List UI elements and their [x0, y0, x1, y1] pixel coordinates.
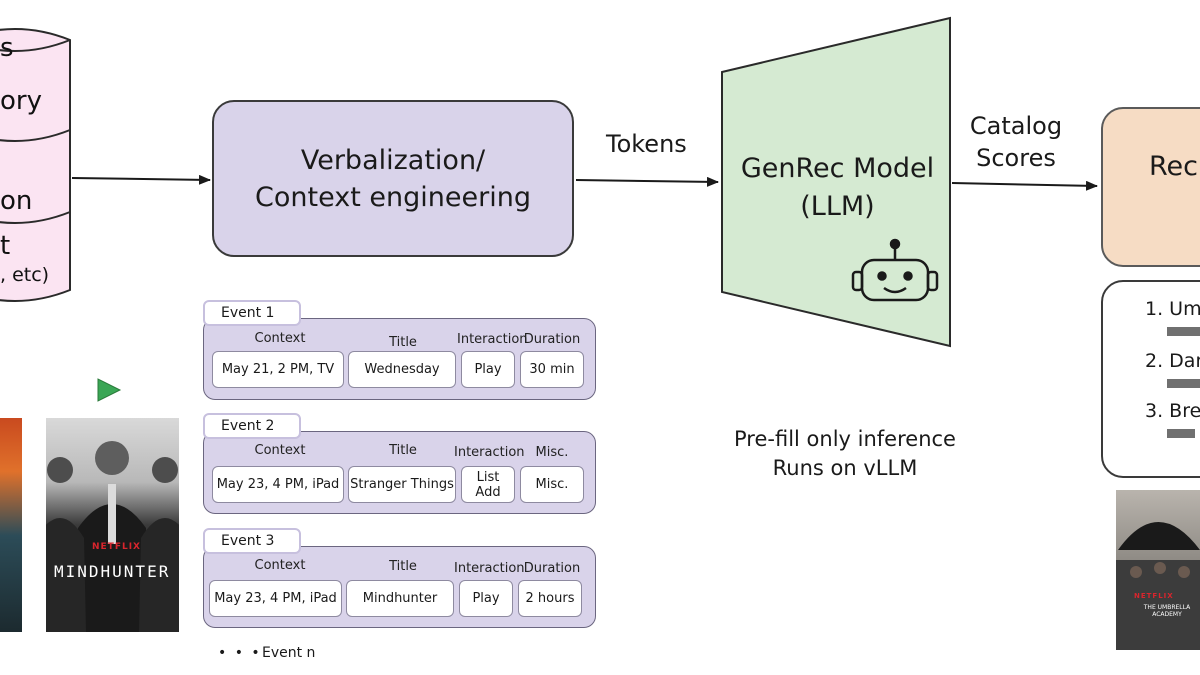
event-header-context: Context: [254, 331, 306, 346]
catalog-scores-line1: Catalog: [969, 112, 1063, 140]
event-cell-context: May 23, 4 PM, iPad: [209, 580, 342, 617]
event-header-duration: Duration: [523, 332, 581, 347]
event-header-interaction: Interaction: [454, 561, 525, 576]
event-cell-context: May 23, 4 PM, iPad: [212, 466, 344, 503]
arrow-db-to-verbalization: [71, 174, 211, 185]
database-label-2: ory: [0, 86, 42, 116]
event-cell-interaction: List Add: [461, 466, 515, 503]
event-card-2: Context Title Interaction Misc. May 23, …: [203, 431, 596, 514]
poster-partial-left: [0, 418, 22, 632]
mindhunter-figures: [46, 441, 179, 632]
event-header-interaction: Interaction: [457, 332, 528, 347]
event-header-title: Title: [389, 559, 417, 574]
database-label-5: , etc): [0, 264, 50, 286]
mindhunter-poster: NETFLIX MINDHUNTER: [46, 418, 179, 632]
event-card-3: Context Title Interaction Duration May 2…: [203, 546, 596, 628]
inference-note-line2: Runs on vLLM: [772, 456, 918, 480]
more-events-dots: • • •: [218, 645, 262, 661]
mindhunter-brand: NETFLIX: [92, 542, 141, 552]
genrec-model-line1: GenRec Model: [740, 153, 935, 184]
umbrella-academy-poster: NETFLIX THE UMBRELLA ACADEMY: [1116, 490, 1200, 650]
event-cell-misc: Misc.: [520, 466, 584, 503]
event-cell-title: Mindhunter: [346, 580, 454, 617]
inference-note: Pre-fill only inference Runs on vLLM: [700, 425, 990, 483]
event-card-1: Context Title Interaction Duration May 2…: [203, 318, 596, 400]
umbrella-shape: [1116, 522, 1200, 650]
event-header-interaction: Interaction: [454, 445, 525, 460]
catalog-scores-label: Catalog Scores: [960, 110, 1072, 174]
event-header-title: Title: [389, 335, 417, 350]
event-tab-2: Event 2: [203, 413, 301, 439]
event-tab-1: Event 1: [203, 300, 301, 326]
ranked-item-3: 3. Bre: [1145, 400, 1200, 422]
catalog-scores-line2: Scores: [976, 144, 1056, 172]
verbalization-title-line2: Context engineering: [255, 181, 531, 213]
verbalization-title-line1: Verbalization/: [300, 144, 486, 176]
arrow-model-to-recommend: [951, 180, 1098, 191]
verbalization-box: Verbalization/ Context engineering: [212, 100, 574, 257]
arrow-verbalization-to-model: [575, 176, 719, 187]
umbrella-brand: NETFLIX: [1134, 592, 1174, 600]
ranked-item-1-bar: [1167, 327, 1200, 336]
ranked-item-1: 1. Um: [1145, 298, 1200, 320]
ranked-item-2: 2. Dar: [1145, 350, 1200, 372]
event-cell-context: May 21, 2 PM, TV: [212, 351, 344, 388]
ranked-item-3-bar: [1167, 429, 1195, 438]
play-icon: [97, 378, 122, 402]
robot-icon: [851, 238, 939, 302]
inference-note-line1: Pre-fill only inference: [734, 427, 956, 451]
event-header-title: Title: [389, 443, 417, 458]
event-header-duration: Duration: [523, 561, 581, 576]
genrec-model-line2: (LLM): [800, 191, 875, 222]
event-cell-title: Stranger Things: [348, 466, 456, 503]
umbrella-title: THE UMBRELLA ACADEMY: [1143, 604, 1191, 618]
event-header-misc: Misc.: [535, 445, 569, 460]
genrec-model-label: GenRec Model (LLM): [725, 150, 950, 226]
event-cell-duration: 2 hours: [518, 580, 582, 617]
event-cell-interaction: Play: [461, 351, 515, 388]
database-label-1: s: [0, 33, 14, 63]
event-cell-interaction: Play: [459, 580, 513, 617]
database-label-4: t: [0, 231, 11, 261]
recommendation-box: Rec: [1101, 107, 1200, 267]
ranked-list-box: 1. Um 2. Dar 3. Bre: [1101, 280, 1200, 478]
event-cell-duration: 30 min: [520, 351, 584, 388]
genrec-model-shape: [721, 16, 951, 348]
tokens-label: Tokens: [606, 130, 687, 158]
recommendation-label: Rec: [1149, 151, 1199, 182]
event-tab-3: Event 3: [203, 528, 301, 554]
database-label-3: on: [0, 186, 33, 216]
database-cylinder: [0, 28, 71, 302]
mindhunter-title: MINDHUNTER: [54, 562, 171, 581]
event-cell-title: Wednesday: [348, 351, 456, 388]
more-events-label: Event n: [262, 645, 316, 661]
event-header-context: Context: [254, 443, 306, 458]
ranked-item-2-bar: [1167, 379, 1200, 388]
event-header-context: Context: [254, 558, 306, 573]
